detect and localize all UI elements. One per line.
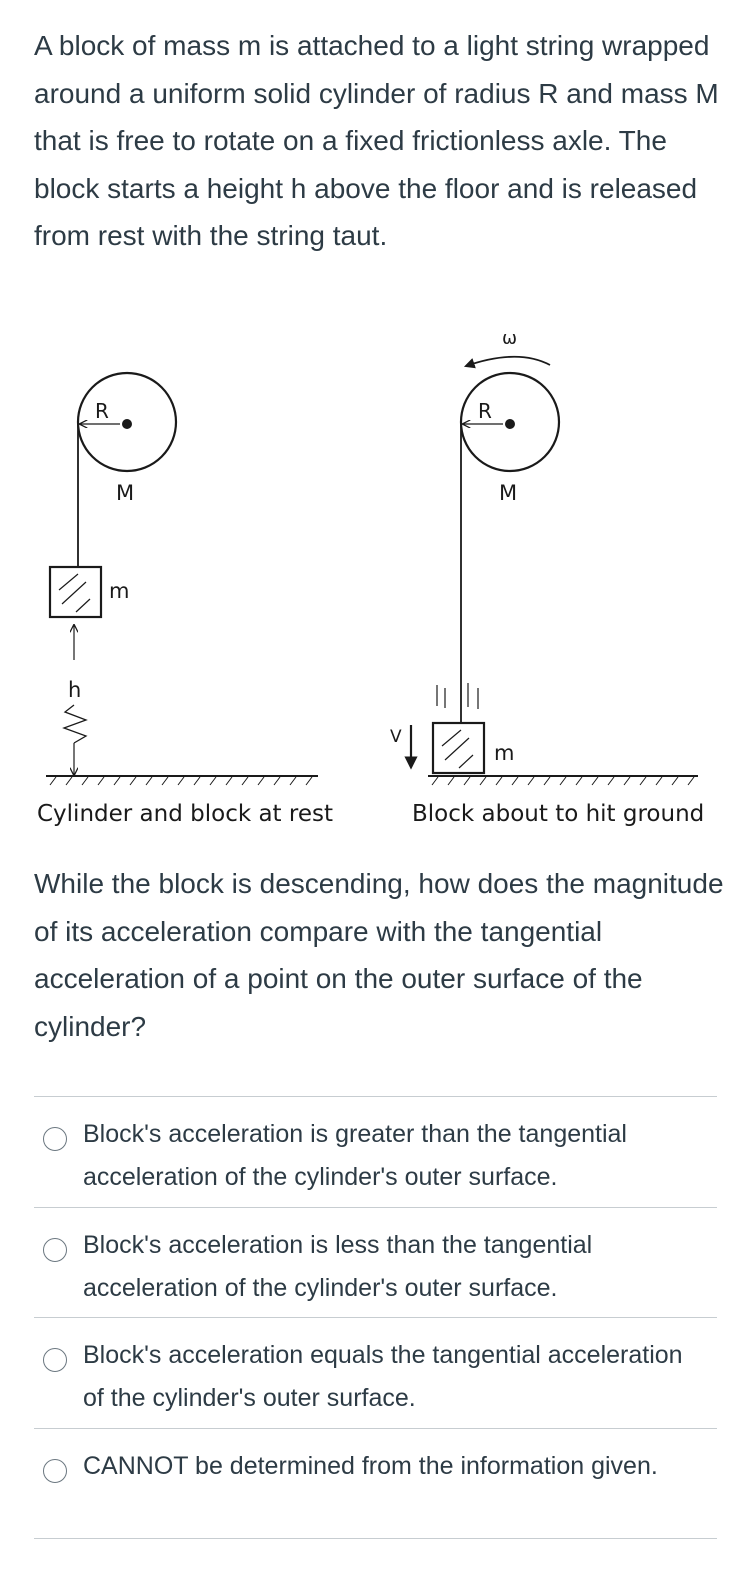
left-block-mass-label: m [109, 579, 129, 603]
left-height-squiggle [62, 704, 88, 744]
right-block-mass-label: m [494, 741, 514, 765]
right-floor-hatching [431, 776, 695, 786]
answer-label: CANNOT be determined from the informatio… [83, 1451, 658, 1480]
answer-option-less[interactable]: Block's acceleration is less than the ta… [34, 1208, 717, 1318]
question-stem-intro: A block of mass m is attached to a light… [34, 30, 719, 251]
answer-label: Block's acceleration is greater than the… [83, 1120, 627, 1191]
radio-button[interactable] [43, 1127, 67, 1151]
rotation-arrow [463, 355, 551, 369]
pulley-figure: R M m h [0, 320, 754, 840]
left-caption: Cylinder and block at rest [37, 801, 333, 827]
answer-label: Block's acceleration is less than the ta… [83, 1230, 593, 1302]
answer-option-cannot-determine[interactable]: CANNOT be determined from the informatio… [34, 1429, 717, 1539]
left-axle [122, 419, 132, 429]
motion-lines [436, 683, 479, 709]
left-radius-label: R [95, 399, 109, 423]
left-panel: R M m h [37, 371, 333, 827]
right-block [431, 721, 486, 775]
right-cylinder-mass-label: M [499, 481, 517, 505]
velocity-label: V [390, 727, 402, 747]
answer-option-greater[interactable]: Block's acceleration is greater than the… [34, 1097, 717, 1208]
left-cylinder-mass-label: M [116, 481, 134, 505]
left-floor-hatching [49, 776, 313, 786]
radio-button[interactable] [43, 1237, 67, 1262]
answer-label: Block's acceleration equals the tangenti… [83, 1341, 683, 1412]
radio-button[interactable] [43, 1458, 67, 1483]
right-caption: Block about to hit ground [412, 801, 704, 827]
omega-label: ω [502, 328, 517, 349]
radio-button[interactable] [43, 1348, 67, 1372]
right-radius-label: R [478, 399, 492, 423]
answer-option-equal[interactable]: Block's acceleration equals the tangenti… [34, 1318, 717, 1429]
right-axle [505, 419, 515, 429]
pulley-diagram: R M m h [37, 328, 704, 827]
right-panel: ω R M m V [390, 328, 704, 827]
question-stem-prompt: While the block is descending, how does … [34, 868, 724, 1042]
left-height-label: h [68, 678, 81, 702]
answer-choices: Block's acceleration is greater than the… [34, 1096, 717, 1539]
